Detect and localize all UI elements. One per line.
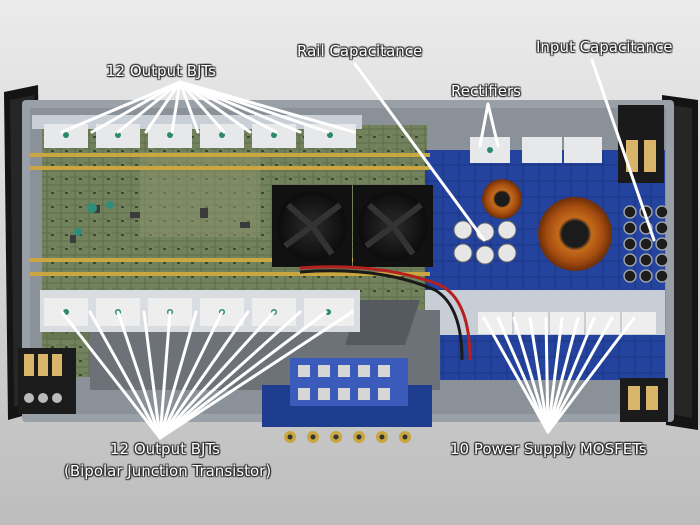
label-top-bjts: 12 Output BJTs — [106, 62, 216, 80]
label-input-capacitance: Input Capacitance — [536, 38, 673, 56]
fan-right — [353, 185, 433, 267]
fan-left — [272, 185, 352, 267]
rca-jacks — [262, 358, 432, 443]
small-toroid — [482, 179, 522, 219]
large-toroid — [538, 197, 612, 271]
label-bottom-bjts: 12 Output BJTs — [110, 440, 220, 458]
speaker-terminal — [18, 348, 76, 414]
label-rectifiers: Rectifiers — [451, 82, 521, 100]
label-rail-capacitance: Rail Capacitance — [297, 42, 423, 60]
pointer-lines — [60, 58, 656, 440]
label-bottom-bjts-subtitle: (Bipolar Junction Transistor) — [64, 462, 272, 480]
label-mosfets: 10 Power Supply MOSFETs — [450, 440, 647, 458]
rectifiers-parts — [470, 137, 602, 163]
power-terminal — [618, 105, 664, 183]
